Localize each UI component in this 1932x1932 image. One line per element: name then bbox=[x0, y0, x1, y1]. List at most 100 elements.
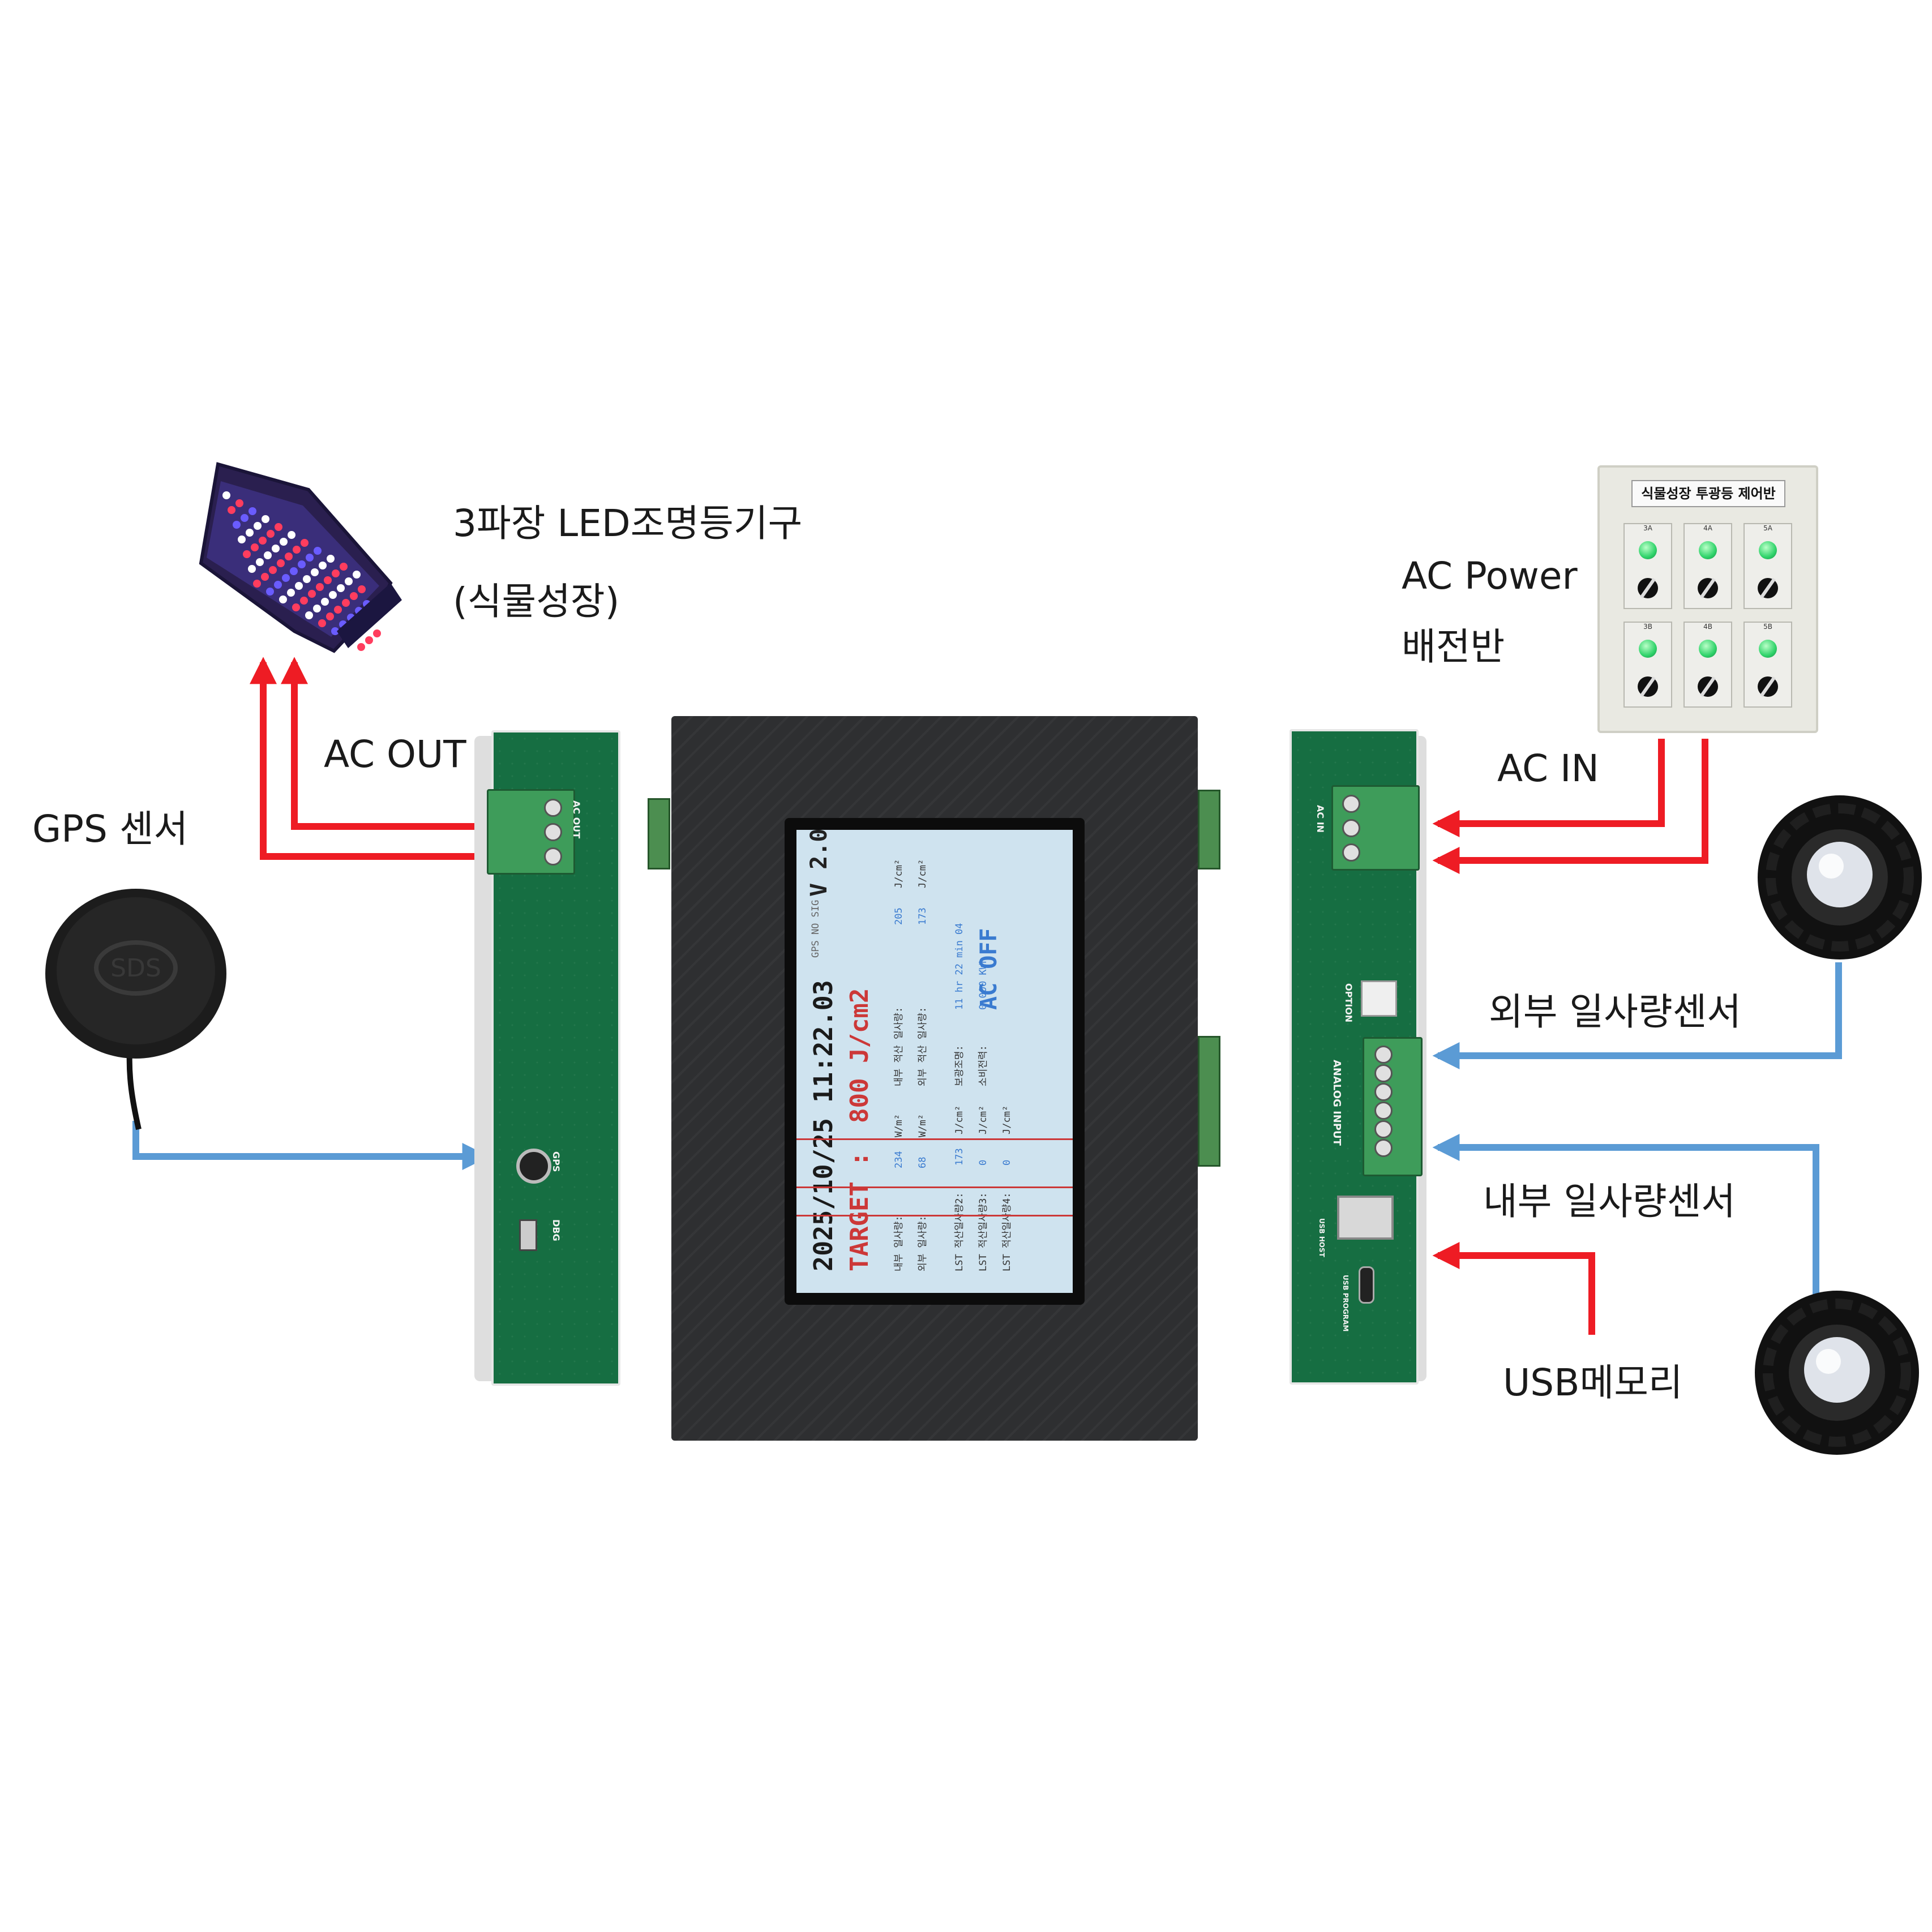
gps-arrow bbox=[132, 1121, 490, 1170]
row-4-label2: 소비전력: bbox=[978, 1045, 989, 1086]
usb-program-port[interactable] bbox=[1359, 1266, 1374, 1304]
pcb-label-analog-input: ANALOG INPUT bbox=[1331, 1060, 1343, 1146]
row-2-unit2: J/cm² bbox=[917, 859, 928, 888]
gps-jack[interactable] bbox=[516, 1149, 551, 1184]
led-dot bbox=[275, 523, 282, 531]
right-terminal-ear-top bbox=[1198, 790, 1220, 869]
led-dot bbox=[308, 590, 316, 598]
ac-in-arrow-1 bbox=[1432, 739, 1665, 837]
led-dot bbox=[266, 588, 274, 596]
led-dot bbox=[334, 606, 342, 614]
label-ac-power-line1: AC Power bbox=[1402, 554, 1578, 598]
label-ac-in: AC IN bbox=[1497, 747, 1599, 790]
led-dot bbox=[358, 585, 366, 593]
led-dot bbox=[370, 651, 378, 654]
internal-sensor-arrow bbox=[1432, 1134, 1819, 1296]
display-version: V 2.03 bbox=[806, 830, 832, 897]
lcd-display: 2025/10/25 11:22.03 GPS NO SIG V 2.03 TA… bbox=[796, 830, 1073, 1293]
led-dot bbox=[262, 515, 269, 523]
pcb-label-usb-host: USB HOST bbox=[1318, 1218, 1326, 1257]
dbg-switch[interactable] bbox=[519, 1219, 537, 1251]
row-3-label2: 보광조명: bbox=[954, 1045, 965, 1086]
row-1-value2: 205 bbox=[893, 907, 905, 925]
row-1-label: 내부 일사량: bbox=[893, 1215, 905, 1271]
label-ac-out: AC OUT bbox=[324, 732, 466, 776]
led-dot bbox=[259, 537, 267, 545]
row-2-value2: 173 bbox=[917, 907, 928, 925]
row-5-value: 0 bbox=[1001, 1159, 1013, 1166]
left-pcb: AC OUT GPS DBG bbox=[487, 730, 620, 1386]
led-dot bbox=[378, 644, 386, 652]
display-divider-3 bbox=[796, 1138, 1073, 1140]
row-1-label2: 내부 적산 일사량: bbox=[893, 1006, 905, 1086]
led-dot bbox=[292, 603, 300, 611]
right-pcb: AC IN OPTION ANALOG INPUT USB HOST USB P… bbox=[1290, 729, 1423, 1385]
breaker-4b: 4B bbox=[1683, 622, 1732, 708]
option-dip-switch[interactable] bbox=[1361, 980, 1397, 1017]
led-dot bbox=[345, 577, 353, 585]
led-dot bbox=[228, 506, 235, 514]
row-1-unit: W/m² bbox=[893, 1114, 905, 1137]
breaker-5b: 5B bbox=[1743, 622, 1792, 708]
led-dot bbox=[282, 574, 290, 582]
label-usb-memory: USB메모리 bbox=[1503, 1361, 1683, 1404]
row-1-value: 234 bbox=[893, 1151, 905, 1168]
led-dot bbox=[251, 543, 259, 551]
usb-host-port[interactable] bbox=[1337, 1196, 1394, 1240]
row-2-unit: W/m² bbox=[917, 1114, 928, 1137]
display-gps-status: GPS NO SIG bbox=[810, 899, 821, 958]
led-dot bbox=[365, 636, 373, 644]
display-divider-2 bbox=[796, 1186, 1073, 1188]
display-divider-1 bbox=[796, 1215, 1073, 1216]
led-dot bbox=[353, 571, 361, 579]
pcb-label-option: OPTION bbox=[1343, 983, 1354, 1023]
led-dot bbox=[222, 491, 230, 499]
led-dot bbox=[300, 597, 308, 605]
led-dot bbox=[326, 612, 334, 620]
led-dot bbox=[285, 552, 293, 560]
led-dot bbox=[298, 560, 306, 568]
led-dot bbox=[295, 582, 303, 590]
label-internal-sensor: 내부 일사량센서 bbox=[1483, 1180, 1736, 1223]
row-1-unit2: J/cm² bbox=[893, 859, 905, 888]
svg-text:SDS: SDS bbox=[110, 954, 161, 983]
led-dot bbox=[261, 573, 269, 581]
row-4-unit: J/cm² bbox=[978, 1105, 989, 1134]
led-dot bbox=[350, 592, 358, 600]
label-gps-sensor: GPS 센서 bbox=[32, 807, 189, 851]
row-2-value: 68 bbox=[917, 1156, 928, 1168]
led-dot bbox=[311, 568, 319, 576]
led-dot bbox=[342, 599, 350, 607]
breaker-4a: 4A bbox=[1683, 523, 1732, 609]
row-3-label: LST 적산일사량2: bbox=[954, 1192, 965, 1271]
label-led-fixture-line2: (식물성장) bbox=[453, 580, 620, 623]
external-sensor-arrow bbox=[1432, 962, 1842, 1069]
row-3-value2: 11 hr 22 min 04 bbox=[954, 923, 965, 1010]
led-dot bbox=[316, 583, 324, 591]
gps-sensor-image: SDS bbox=[45, 889, 226, 1130]
display-datetime: 2025/10/25 11:22.03 bbox=[808, 980, 838, 1271]
led-dot bbox=[332, 569, 340, 577]
led-dot bbox=[319, 562, 327, 569]
led-dot bbox=[264, 551, 272, 559]
led-dot bbox=[248, 565, 256, 573]
led-dot bbox=[313, 605, 321, 612]
led-dot bbox=[340, 563, 348, 571]
led-dot bbox=[279, 596, 287, 603]
ac-out-arrow-1 bbox=[250, 657, 481, 860]
led-dot bbox=[235, 499, 243, 507]
row-5-label: LST 적산일사량4: bbox=[1001, 1192, 1013, 1271]
led-dot bbox=[329, 591, 337, 599]
row-2-label2: 외부 적산 일사량: bbox=[917, 1006, 928, 1086]
pcb-label-gps: GPS bbox=[551, 1151, 562, 1172]
led-dot bbox=[331, 627, 339, 635]
display-target-value: 800 J/cm2 bbox=[845, 988, 874, 1123]
led-dot bbox=[249, 507, 256, 515]
led-dot bbox=[293, 546, 301, 554]
ac-in-arrow-2 bbox=[1432, 739, 1708, 874]
led-dot bbox=[256, 558, 264, 566]
led-dot bbox=[288, 531, 295, 539]
led-dot bbox=[321, 598, 329, 606]
breaker-5a: 5A bbox=[1743, 523, 1792, 609]
pcb-label-dbg: DBG bbox=[551, 1219, 562, 1241]
